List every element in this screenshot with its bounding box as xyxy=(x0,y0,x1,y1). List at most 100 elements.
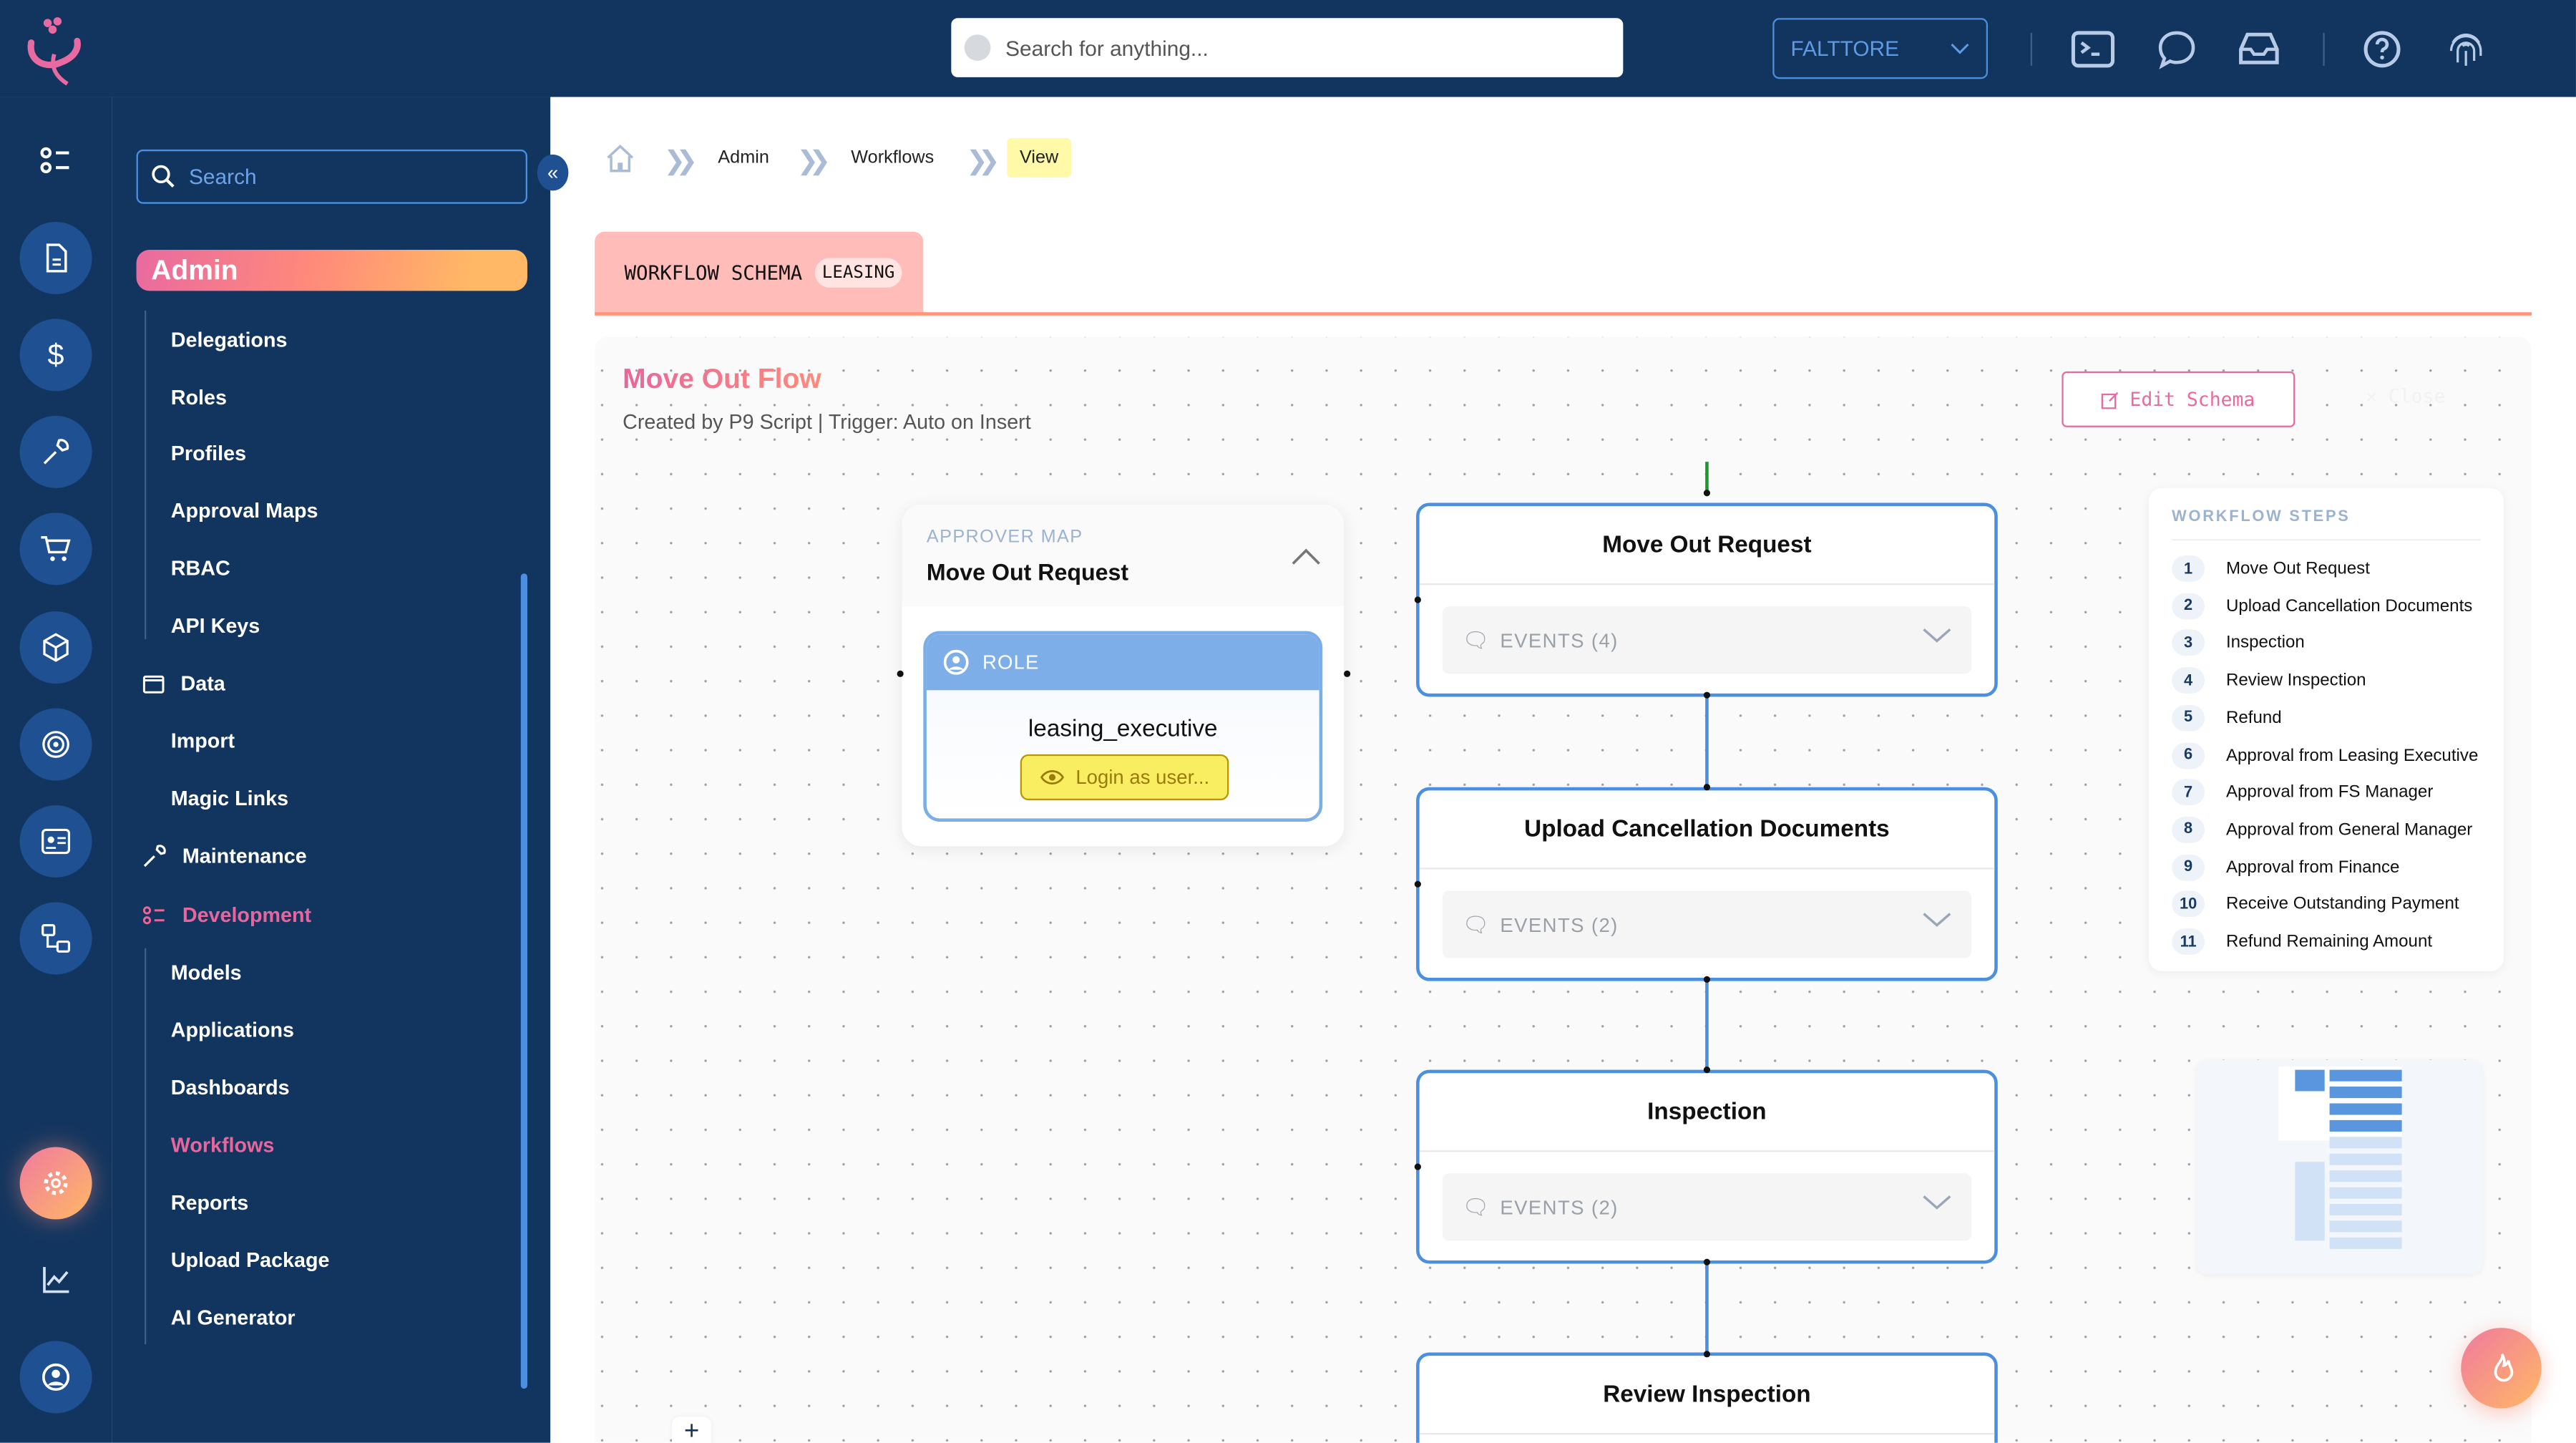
workflow-node[interactable]: Move Out Request 🗨EVENTS (4) xyxy=(1416,502,1998,697)
rail-tools[interactable] xyxy=(19,415,92,488)
login-as-user-button[interactable]: Login as user... xyxy=(1020,754,1229,801)
minimap[interactable] xyxy=(2196,1059,2483,1274)
chevron-down-icon xyxy=(1951,42,1969,54)
events-toggle[interactable]: 🗨EVENTS (2) xyxy=(1442,1173,1972,1241)
zoom-in-button[interactable]: + xyxy=(672,1417,712,1443)
sidebar-item-magic-links[interactable]: Magic Links xyxy=(170,787,289,810)
rail-contacts[interactable] xyxy=(19,805,92,878)
chevron-up-icon[interactable] xyxy=(1292,548,1321,565)
workflow-node[interactable]: Inspection 🗨EVENTS (2) xyxy=(1416,1069,1998,1264)
terminal-icon[interactable] xyxy=(2070,26,2116,72)
assistant-fab[interactable] xyxy=(2461,1328,2542,1409)
app-logo[interactable] xyxy=(24,13,87,86)
rail-packages[interactable] xyxy=(19,611,92,684)
handle[interactable] xyxy=(1703,691,1711,699)
rail-profile[interactable] xyxy=(19,1341,92,1414)
sidebar-scrollbar[interactable] xyxy=(520,573,527,1389)
step-label: Receive Outstanding Payment xyxy=(2225,894,2459,915)
handle[interactable] xyxy=(1414,1163,1421,1170)
checklist-icon[interactable] xyxy=(39,145,72,178)
handle[interactable] xyxy=(1703,1067,1711,1074)
close-icon: ✕ xyxy=(2366,384,2389,408)
handle[interactable] xyxy=(1703,976,1711,983)
fingerprint-icon[interactable] xyxy=(2443,26,2489,72)
sidebar-item-applications[interactable]: Applications xyxy=(170,1019,295,1042)
close-button[interactable]: ✕ Close xyxy=(2366,384,2445,407)
sidebar-item-profiles[interactable]: Profiles xyxy=(170,442,247,465)
rail-documents[interactable] xyxy=(19,221,92,294)
sidebar-item-delegations[interactable]: Delegations xyxy=(170,329,288,352)
edit-schema-button[interactable]: Edit Schema xyxy=(2062,371,2296,427)
sidebar-item-rbac[interactable]: RBAC xyxy=(170,557,230,580)
sidebar-group-maintenance[interactable]: Maintenance xyxy=(143,845,307,868)
step-label: Upload Cancellation Documents xyxy=(2225,596,2473,616)
workflow-node[interactable]: Upload Cancellation Documents 🗨EVENTS (2… xyxy=(1416,787,1998,981)
flow-title: Move Out Flow xyxy=(623,363,821,396)
sidebar-section-admin[interactable]: Admin xyxy=(136,249,527,291)
rail-finance[interactable]: $ xyxy=(19,319,92,392)
handle[interactable] xyxy=(1703,490,1711,497)
handle[interactable] xyxy=(1414,880,1421,888)
sidebar-group-data[interactable]: Data xyxy=(142,672,225,695)
rail-flows[interactable] xyxy=(19,902,92,975)
sidebar-item-upload-package[interactable]: Upload Package xyxy=(170,1248,330,1273)
sidebar-item-roles[interactable]: Roles xyxy=(170,386,227,409)
sidebar-item-models[interactable]: Models xyxy=(170,961,242,985)
step-label: Approval from General Manager xyxy=(2225,820,2473,840)
chart-icon[interactable] xyxy=(41,1265,70,1295)
step-number: 1 xyxy=(2172,555,2205,582)
rail-settings[interactable] xyxy=(19,1147,92,1220)
rail-targets[interactable] xyxy=(19,708,92,781)
workflow-node[interactable]: Review Inspection xyxy=(1416,1352,1998,1443)
breadcrumb-admin[interactable]: Admin xyxy=(718,147,769,168)
handle[interactable] xyxy=(1703,1258,1711,1265)
events-toggle[interactable]: 🗨EVENTS (2) xyxy=(1442,890,1972,958)
sidebar-item-ai-generator[interactable]: AI Generator xyxy=(170,1306,296,1330)
handle[interactable] xyxy=(1344,670,1351,677)
inbox-icon[interactable] xyxy=(2236,26,2282,72)
sidebar-item-reports[interactable]: Reports xyxy=(170,1191,249,1215)
workflow-step-item[interactable]: 1 Move Out Request xyxy=(2172,555,2370,582)
sidebar-item-import[interactable]: Import xyxy=(170,729,235,753)
minimap-node xyxy=(2329,1119,2402,1132)
home-icon[interactable] xyxy=(605,143,636,173)
top-bar: Search for anything... FALTTORE xyxy=(0,0,2576,97)
minimap-node xyxy=(2329,1087,2402,1099)
handle[interactable] xyxy=(897,670,904,677)
help-icon[interactable] xyxy=(2359,26,2405,72)
sidebar-item-approval-maps[interactable]: Approval Maps xyxy=(170,499,318,523)
handle[interactable] xyxy=(1703,784,1711,791)
minimap-node xyxy=(2329,1203,2402,1216)
sidebar-item-workflows[interactable]: Workflows xyxy=(170,1134,275,1157)
sidebar-search-input[interactable]: Search xyxy=(136,149,527,204)
sidebar-item-dashboards[interactable]: Dashboards xyxy=(170,1076,290,1099)
events-label: EVENTS (2) xyxy=(1500,913,1619,936)
handle[interactable] xyxy=(1414,596,1421,603)
divider xyxy=(145,310,147,640)
step-label: Move Out Request xyxy=(2225,558,2370,579)
chat-icon[interactable] xyxy=(2154,26,2200,72)
comment-icon: 🗨 xyxy=(1462,1193,1491,1219)
tenant-dropdown[interactable]: FALTTORE xyxy=(1772,18,1989,79)
group-label: Maintenance xyxy=(182,845,307,868)
collapse-sidebar-button[interactable]: « xyxy=(537,154,569,191)
rail-cart[interactable] xyxy=(19,512,92,586)
handle[interactable] xyxy=(1703,1351,1711,1358)
sidebar-group-development[interactable]: Development xyxy=(142,904,311,927)
breadcrumb-workflows[interactable]: Workflows xyxy=(851,147,935,168)
events-toggle[interactable]: 🗨EVENTS (4) xyxy=(1442,606,1972,674)
tab-workflow-schema[interactable]: WORKFLOW SCHEMA LEASING xyxy=(595,231,924,314)
global-search-input[interactable]: Search for anything... xyxy=(951,18,1624,77)
role-label: ROLE xyxy=(982,651,1040,674)
sidebar-item-api-keys[interactable]: API Keys xyxy=(170,614,260,638)
